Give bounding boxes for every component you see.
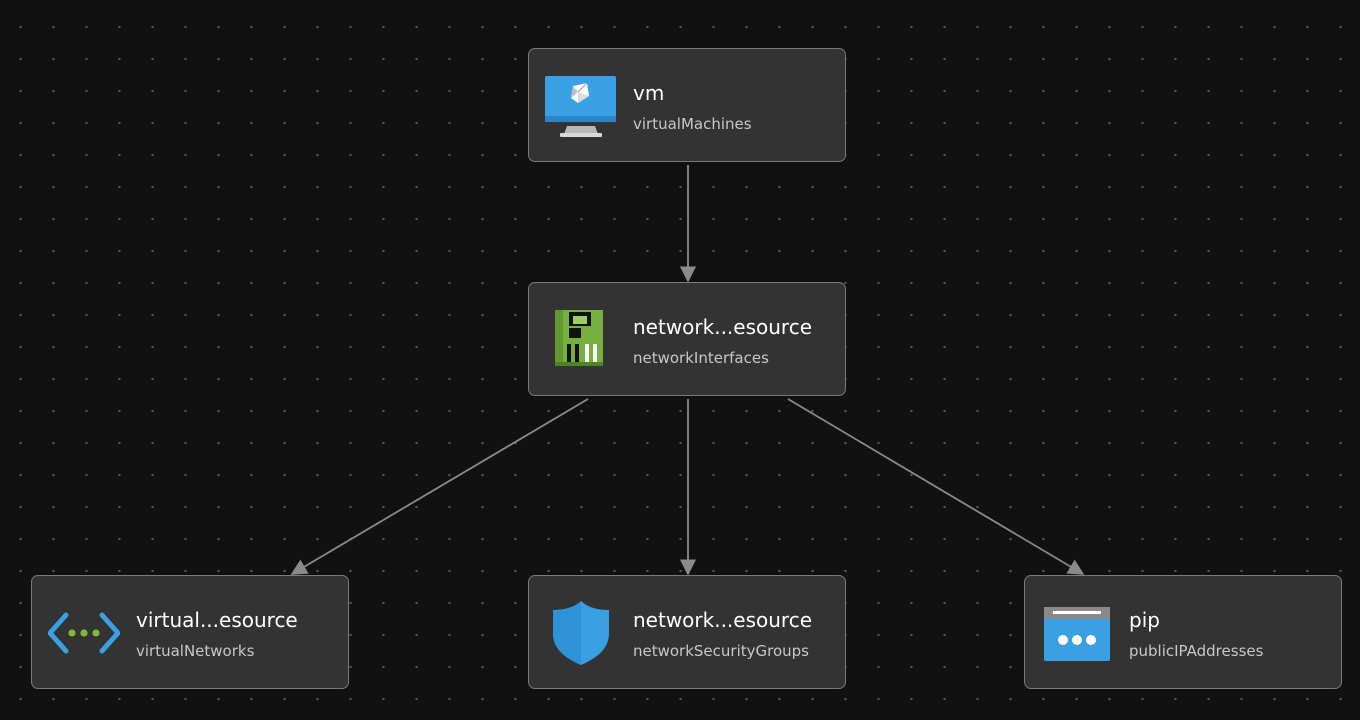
node-name: pip [1129,608,1160,632]
node-resource-type: networkSecurityGroups [633,642,809,660]
node-public-ip[interactable]: pip publicIPAddresses [1024,575,1342,689]
virtual-machine-icon [545,72,617,140]
node-name: vm [633,81,665,105]
public-ip-address-icon [1041,599,1113,667]
network-security-group-icon [545,599,617,667]
edge-nic-to-vnet [290,398,589,575]
node-resource-type: publicIPAddresses [1129,642,1264,660]
node-name: virtual...esource [136,608,298,632]
node-network-security-group[interactable]: network...esource networkSecurityGroups [528,575,846,689]
node-network-interface[interactable]: network...esource networkInterfaces [528,282,846,396]
virtual-network-icon [48,599,120,667]
edge-nic-to-pip [787,398,1085,575]
node-resource-type: virtualMachines [633,115,752,133]
network-interface-icon [545,306,617,374]
node-virtual-network[interactable]: virtual...esource virtualNetworks [31,575,349,689]
node-resource-type: networkInterfaces [633,349,769,367]
node-resource-type: virtualNetworks [136,642,255,660]
node-name: network...esource [633,315,813,339]
node-name: network...esource [633,608,813,632]
node-vm[interactable]: vm virtualMachines [528,48,846,162]
